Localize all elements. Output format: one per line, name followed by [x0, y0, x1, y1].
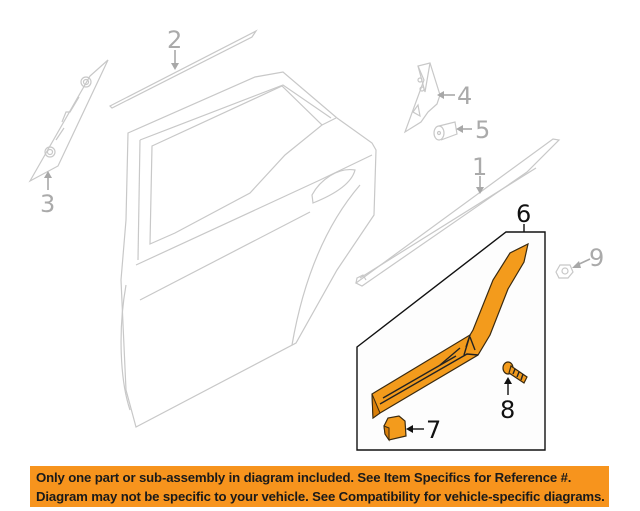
- disclaimer-banner: Only one part or sub-assembly in diagram…: [30, 466, 609, 507]
- part-2-window-molding: 2: [108, 26, 258, 109]
- part-6-body-side-molding: [371, 242, 529, 420]
- callout-4: 4: [457, 82, 472, 110]
- callout-8: 8: [500, 396, 515, 424]
- part-5-grommet: 5: [433, 116, 490, 144]
- part-8-screw: 8: [500, 361, 528, 424]
- parts-diagram: 2 3 4 5 1: [28, 26, 604, 451]
- disclaimer-line-2: Diagram may not be specific to your vehi…: [36, 489, 605, 504]
- part-7-clip: 7: [383, 415, 441, 444]
- part-1-belt-weatherstrip: 1: [354, 138, 561, 287]
- callout-3: 3: [40, 190, 55, 218]
- callout-2: 2: [167, 26, 182, 54]
- part-4-sash-garnish: 4: [403, 62, 472, 134]
- rear-door-outline: [120, 71, 377, 428]
- callout-6: 6: [516, 200, 531, 228]
- callout-7: 7: [426, 416, 441, 444]
- callout-1: 1: [472, 153, 487, 181]
- part-3-pillar-applique: 3: [28, 59, 109, 218]
- callout-5: 5: [475, 116, 490, 144]
- disclaimer-line-1: Only one part or sub-assembly in diagram…: [36, 470, 572, 485]
- callout-9: 9: [589, 244, 604, 272]
- part-9-nut: 9: [555, 244, 604, 279]
- highlighted-parts-box: 6 7 8: [356, 200, 546, 451]
